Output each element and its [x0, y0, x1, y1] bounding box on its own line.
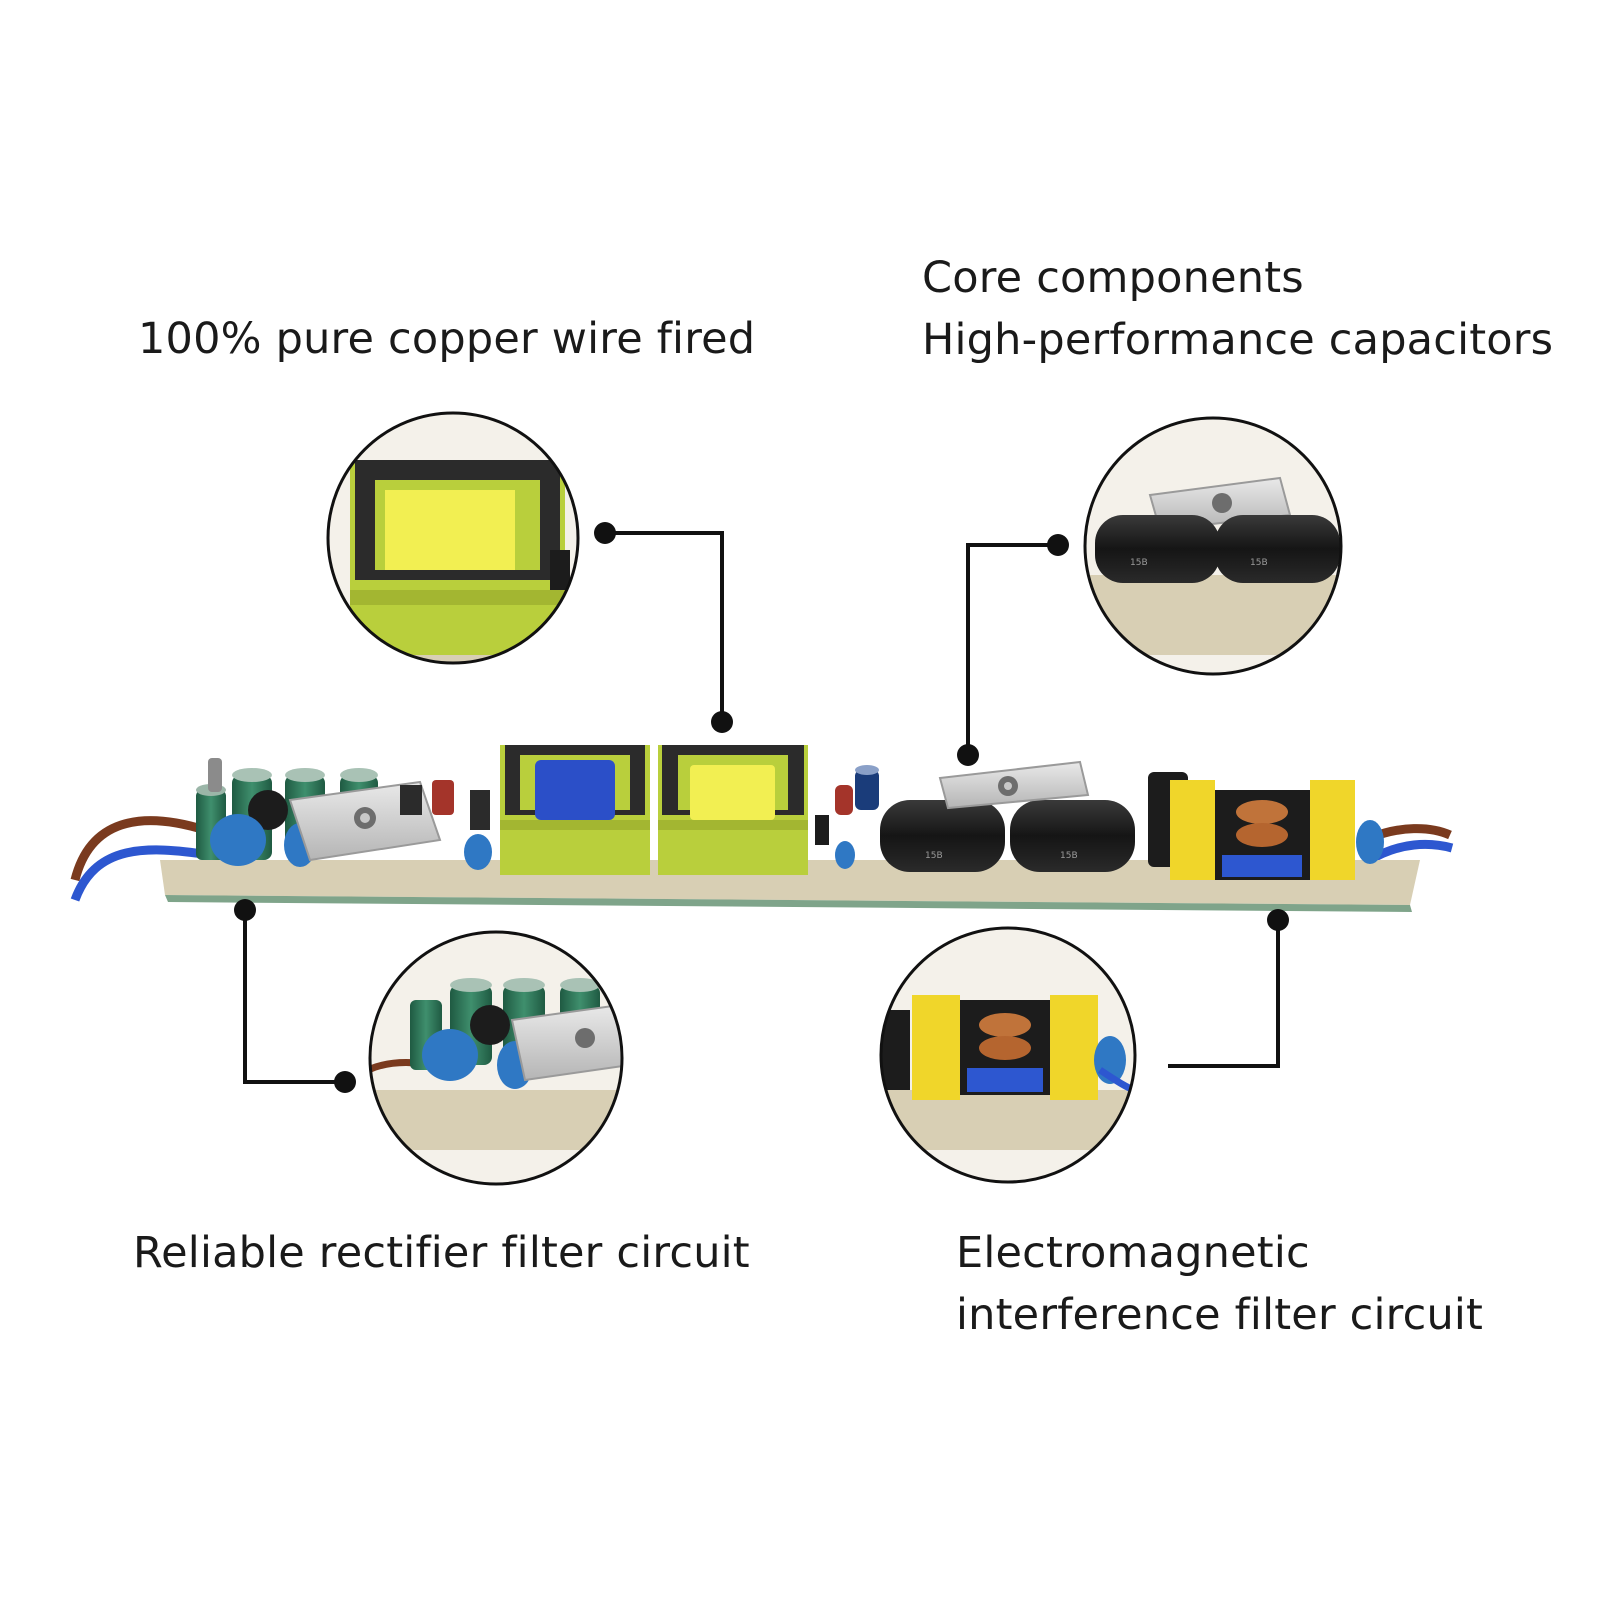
caption-capacitors-line1: Core components: [922, 253, 1304, 303]
leader-dot-rectifier-end: [334, 1071, 356, 1093]
svg-text:15B: 15B: [1250, 558, 1268, 568]
leader-dot-copper-start: [594, 522, 616, 544]
transformer-blue-winding: [500, 745, 650, 875]
leader-lines: [243, 531, 1280, 1084]
input-wire-blue: [70, 845, 211, 902]
leader-dot-capacitors-start: [1047, 534, 1069, 556]
caption-copper-wire-text: 100% pure copper wire fired: [138, 314, 756, 364]
caption-capacitors-line2: High-performance capacitors: [922, 315, 1554, 365]
svg-text:15B: 15B: [1060, 851, 1078, 861]
leader-copper-wire: [605, 531, 724, 722]
zoom-transformer: [326, 411, 580, 665]
svg-text:15B: 15B: [1130, 558, 1148, 568]
leader-dot-capacitors-end: [957, 744, 979, 766]
leader-rectifier: [243, 910, 345, 1084]
leader-dot-emi-start: [1267, 909, 1289, 931]
zoom-rectifier: [368, 930, 624, 1186]
leader-dot-copper-end: [711, 711, 733, 733]
zoom-capacitors: 15B 15B: [1083, 416, 1343, 676]
svg-text:15B: 15B: [925, 851, 943, 861]
caption-rectifier-text: Reliable rectifier filter circuit: [133, 1228, 750, 1278]
leader-dot-rectifier-start: [234, 899, 256, 921]
caption-emi: Electromagnetic interference filter circ…: [956, 1222, 1483, 1346]
input-wire-brown: [70, 816, 207, 882]
transformer-yellow-winding: [658, 745, 808, 875]
main-capacitors: 15B 15B: [880, 800, 1135, 872]
varistor-left: [210, 814, 266, 866]
caption-emi-line2: interference filter circuit: [956, 1290, 1484, 1340]
caption-emi-line1: Electromagnetic: [956, 1228, 1310, 1278]
caption-capacitors: Core components High-performance capacit…: [922, 247, 1553, 371]
leader-emi: [1168, 920, 1280, 1068]
zoom-emi-filter: [879, 926, 1137, 1184]
pcb-board: 15B 15B: [70, 745, 1454, 912]
emi-choke: [1170, 780, 1355, 880]
caption-copper-wire: 100% pure copper wire fired: [138, 308, 755, 370]
leader-capacitors: [966, 543, 1058, 755]
caption-rectifier: Reliable rectifier filter circuit: [133, 1222, 750, 1284]
